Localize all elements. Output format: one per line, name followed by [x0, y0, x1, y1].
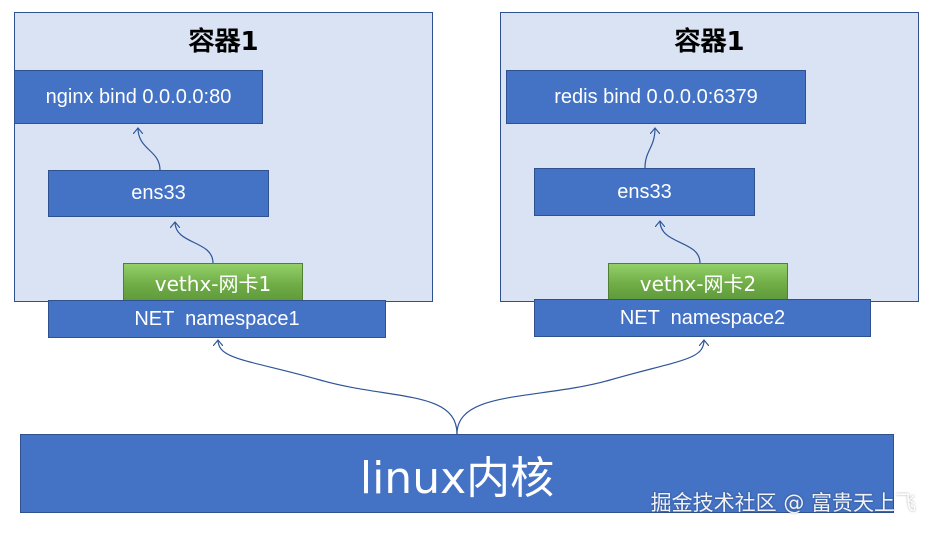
- container-1-title: 容器1: [188, 27, 259, 57]
- container-1-ens33-box: ens33: [48, 170, 269, 217]
- container-2: 容器1: [500, 12, 919, 302]
- container-2-title: 容器1: [674, 27, 745, 57]
- container-1-app-box: nginx bind 0.0.0.0:80: [14, 70, 263, 124]
- container-2-veth-box: vethx-网卡2: [608, 263, 788, 301]
- watermark-text: 掘金技术社区 @ 富贵天上飞: [650, 491, 916, 515]
- container-2-app-box: redis bind 0.0.0.0:6379: [506, 70, 806, 124]
- arrow-kernel-to-netns2: [456, 340, 704, 435]
- container-1-netns-box: NET namespace1: [48, 300, 386, 338]
- container-2-netns-box: NET namespace2: [534, 299, 871, 337]
- arrow-kernel-to-netns1: [218, 340, 458, 435]
- linux-kernel-box: linux内核: [20, 434, 894, 513]
- container-2-ens33-box: ens33: [534, 168, 755, 216]
- container-1: 容器1: [14, 12, 433, 302]
- container-1-veth-box: vethx-网卡1: [123, 263, 303, 302]
